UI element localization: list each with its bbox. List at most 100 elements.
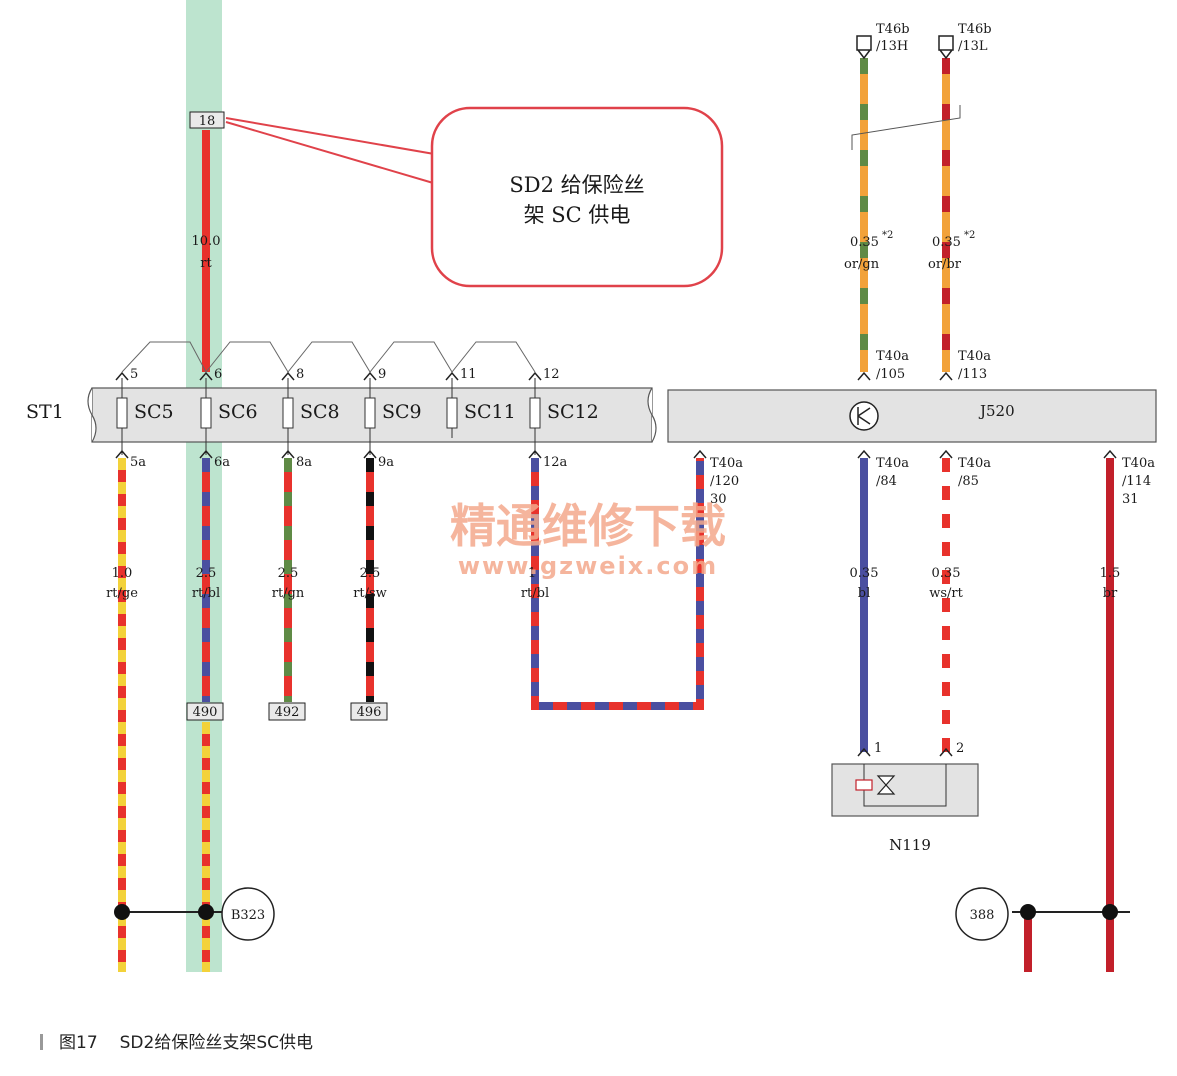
ref-label: 492 [275, 705, 300, 720]
connector-t46b-13h: T46b /13H 0.35 *2 or/gn T40a /105 [844, 22, 910, 382]
connector-pin: /13H [876, 39, 908, 54]
caption-bar [40, 1034, 43, 1050]
connector-pin: /84 [876, 474, 897, 489]
caption-text: SD2给保险丝支架SC供电 [119, 1033, 313, 1053]
terminal-label: 30 [710, 492, 727, 507]
connector-pin: /113 [958, 367, 987, 382]
fuse-label: SC5 [134, 401, 174, 423]
wire-color: rt/bl [192, 586, 220, 601]
connector-pin: /85 [958, 474, 979, 489]
pin-t40a-84: T40a /84 0.35 bl [850, 456, 910, 601]
fuse-sc9: SC9 9 9a [364, 367, 422, 470]
ref-box [186, 702, 224, 721]
terminal-label: 31 [1122, 492, 1139, 507]
connector-pin: /13L [958, 39, 988, 54]
valve-icon [876, 775, 896, 795]
fuse-in-pin: 8 [296, 367, 304, 382]
ref-label: 490 [193, 705, 218, 720]
feed-connector-label: 18 [199, 114, 216, 129]
fuse-carrier-body [91, 387, 653, 443]
valve-pin: 1 [874, 741, 882, 756]
wire-size: 2.5 [196, 566, 217, 581]
feed-connector [189, 111, 225, 129]
fuse-sc11: SC11 11 [446, 367, 516, 438]
fuse-in-pin: 5 [130, 367, 138, 382]
connector-name: T40a [958, 349, 991, 364]
solenoid-icon [855, 779, 873, 791]
fuse-out-pin: 5a [130, 455, 146, 470]
figure-caption: 图17 SD2给保险丝支架SC供电 [40, 1028, 313, 1053]
junction-dot [114, 904, 130, 920]
pin-t40a-85: T40a /85 0.35 ws/rt [929, 456, 991, 601]
connector-pin: /114 [1122, 474, 1151, 489]
fuse-label: SC12 [547, 401, 599, 423]
fuse-label: SC11 [464, 401, 516, 423]
fuse-in-pin: 9 [378, 367, 386, 382]
pin-arrows [115, 371, 1117, 757]
wire-note: *2 [964, 230, 975, 241]
wire-size: 0.35 [850, 235, 879, 250]
fuse-sc8: SC8 8 8a [282, 367, 340, 470]
valve-pin: 2 [956, 741, 964, 756]
twisted-pair-mark [851, 105, 961, 150]
fuse-sc6: SC6 6 6a [200, 367, 258, 470]
wire-color: rt/gn [272, 586, 305, 601]
valve-body [831, 763, 979, 817]
valve-name: N119 [889, 836, 931, 854]
feed-wire-size: 10.0 [192, 234, 221, 249]
connector-name: T40a [1122, 456, 1155, 471]
ref-label: 496 [357, 705, 382, 720]
fuse-sc5: SC5 5 5a [116, 367, 174, 470]
ground-point-right [955, 887, 1009, 941]
wire-loop-stripe [531, 458, 704, 710]
fuse-out-pin: 8a [296, 455, 312, 470]
fuse-in-pin: 12 [543, 367, 560, 382]
watermark-url: www.gzweix.com [458, 552, 718, 580]
callout-line1: SD2 给保险丝 [509, 173, 644, 197]
connector-name: T40a [876, 349, 909, 364]
junction-dot [198, 904, 214, 920]
wire-color: bl [858, 586, 870, 601]
ref-box [268, 702, 306, 721]
wire-size: 1.5 [1100, 566, 1121, 581]
wire-color: br [1103, 586, 1118, 601]
ground-label-left: B323 [231, 908, 265, 923]
break-mark [87, 387, 97, 443]
junction-dot [1020, 904, 1036, 920]
fuse-out-pin: 6a [214, 455, 230, 470]
wire-note: *2 [882, 230, 893, 241]
fuse-in-pin: 6 [214, 367, 222, 382]
wire-size: 0.35 [932, 566, 961, 581]
connector-t46b-13l: T46b /13L 0.35 *2 or/br T40a /113 [928, 22, 992, 382]
callout-pointer [225, 117, 441, 156]
fuse-label: SC6 [218, 401, 258, 423]
fuse-out-pin: 12a [543, 455, 568, 470]
fuse-label: SC9 [382, 401, 422, 423]
wire-size: 1 [528, 566, 536, 581]
connector-name: T40a [876, 456, 909, 471]
connector-name: T40a [710, 456, 743, 471]
watermark-title: 精通维修下载 [450, 499, 726, 553]
wire-color: rt/bl [521, 586, 549, 601]
wire-size: 0.35 [932, 235, 961, 250]
feed-wire-color: rt [200, 256, 212, 271]
connector-name: T46b [958, 22, 992, 37]
connector-name: T40a [958, 456, 991, 471]
break-mark [647, 387, 657, 443]
fuse-sc12: SC12 12 12a [529, 367, 599, 470]
wire-loop [531, 458, 704, 710]
connector-pin: /105 [876, 367, 905, 382]
ground-label-right: 388 [970, 908, 995, 923]
wire-color: ws/rt [929, 586, 963, 601]
pin-t40a-120: T40a /120 30 [710, 456, 743, 507]
pin-t40a-114: T40a /114 31 1.5 br [1100, 456, 1156, 601]
fuse-label: SC8 [300, 401, 340, 423]
wire-size: 2.5 [360, 566, 381, 581]
callout-line2: 架 SC 供电 [524, 203, 631, 227]
fuse-out-pin: 9a [378, 455, 394, 470]
caption-number: 图17 [59, 1033, 98, 1053]
fuse-carrier-name: ST1 [26, 401, 64, 423]
wire-size: 1.0 [112, 566, 133, 581]
fuse-bus [121, 341, 536, 373]
